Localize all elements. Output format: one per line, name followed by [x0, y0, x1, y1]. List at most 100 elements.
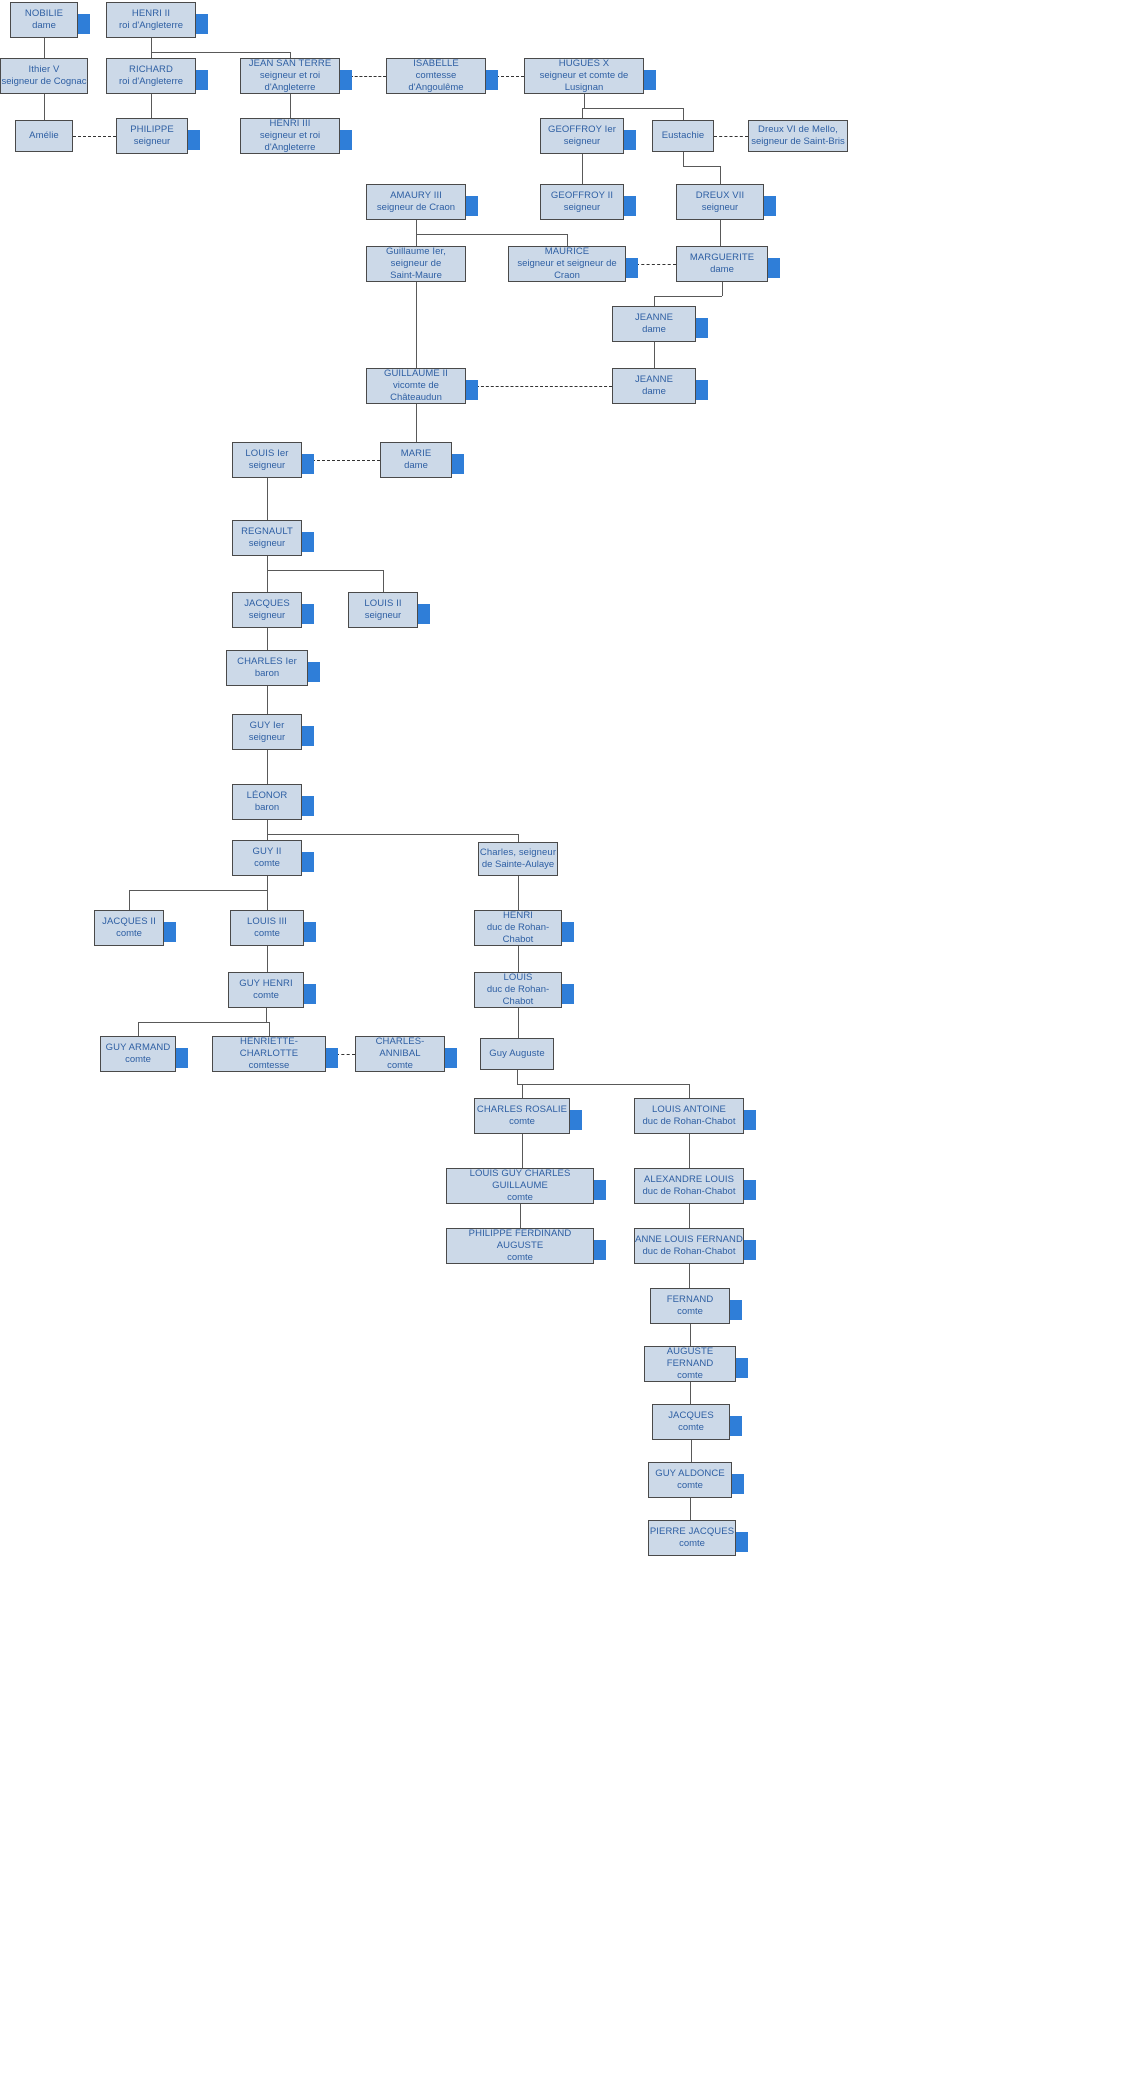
connector-line [129, 890, 130, 910]
node-name: LOUIS ANTOINE [652, 1104, 726, 1115]
connector-line [518, 1008, 519, 1038]
node-title: comte [509, 1116, 535, 1127]
node-title: dame [710, 264, 734, 275]
marriage-line [714, 136, 748, 137]
connector-line [518, 876, 519, 910]
node-title: comte [679, 1538, 705, 1549]
connector-line [522, 1084, 523, 1098]
node-name: LOUIS II [364, 598, 402, 609]
node-name: JEAN SAN TERRE [248, 58, 332, 69]
node-dreux6[interactable]: Dreux VI de Mello,seigneur de Saint-Bris [748, 120, 848, 152]
connector-line [267, 834, 268, 840]
node-name: PHILIPPE FERDINAND AUGUSTE [468, 1228, 572, 1251]
connector-line [520, 1204, 521, 1228]
node-name: MARIE [400, 448, 432, 459]
connector-line [151, 94, 152, 118]
node-title: seigneur [248, 610, 286, 621]
connector-line [691, 1440, 692, 1462]
connector-line [690, 1382, 691, 1404]
node-name: HENRIETTE-CHARLOTTE [239, 1036, 299, 1059]
connector-line [267, 750, 268, 784]
node-amelie[interactable]: Amélie [15, 120, 73, 152]
connector-line [416, 234, 567, 235]
connector-line [129, 890, 267, 891]
node-name: MARGUERITE [689, 252, 755, 263]
node-name: LOUIS [503, 972, 533, 983]
connector-line [517, 1070, 518, 1084]
node-eustachie[interactable]: Eustachie [652, 120, 714, 152]
node-title: seigneur et roi d'Angleterre [259, 70, 321, 93]
connector-line [689, 1134, 690, 1168]
node-guyauguste[interactable]: Guy Auguste [480, 1038, 554, 1070]
node-name: JEANNE [634, 374, 674, 385]
node-title: baron [254, 802, 280, 813]
node-title: seigneur [563, 202, 601, 213]
connector-line [518, 834, 519, 842]
node-name: CHARLES Ier [237, 656, 297, 667]
connector-line [416, 234, 417, 246]
node-title: comte [507, 1192, 533, 1203]
connector-line [267, 946, 268, 972]
connector-line [654, 296, 655, 306]
node-name: ANNE LOUIS FERNAND [635, 1234, 743, 1245]
node-name: Amélie [29, 130, 59, 141]
connector-line [267, 890, 268, 910]
node-name: Guillaume Ier, seigneur de [385, 246, 446, 269]
node-title: dame [32, 20, 56, 31]
connector-line [689, 1084, 690, 1098]
node-name: JEANNE [634, 312, 674, 323]
node-name: AUGUSTE FERNAND [666, 1346, 714, 1369]
node-name: GUILLAUME II [383, 368, 449, 379]
node-title: comte [677, 1306, 703, 1317]
node-name: AMAURY III [390, 190, 442, 201]
